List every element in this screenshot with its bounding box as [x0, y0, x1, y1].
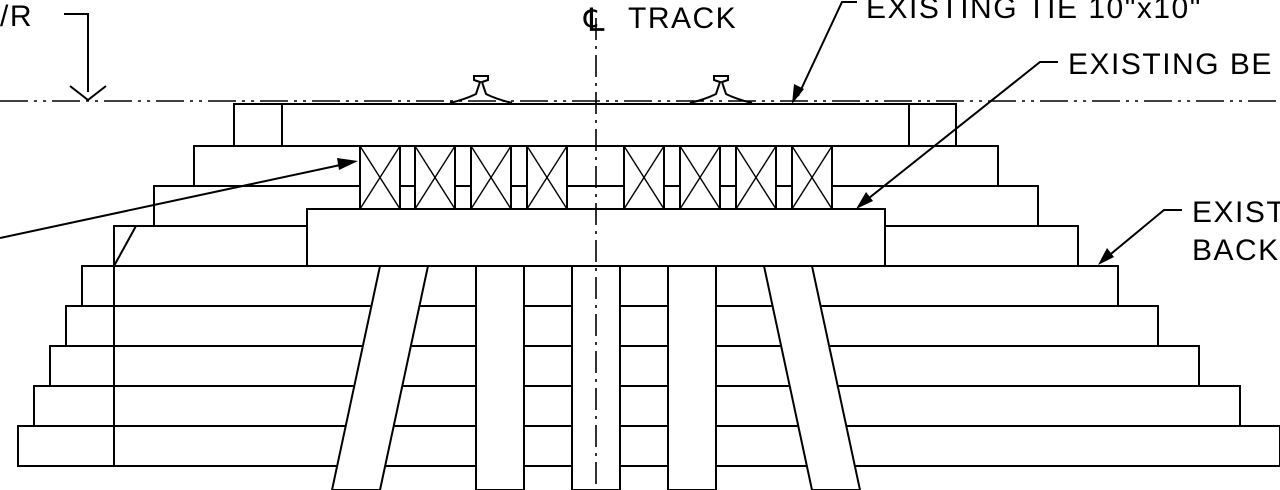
centerline-symbol: ℄ — [583, 2, 606, 38]
existing-tie — [233, 103, 957, 147]
leader-stringers — [0, 158, 358, 239]
plumb-pile-3 — [667, 265, 717, 490]
stringer-7 — [735, 145, 777, 210]
stringer-1 — [359, 145, 401, 210]
existing-beam-label: EXISTING BE — [1068, 48, 1273, 81]
leader-existing-tie — [792, 0, 857, 104]
tier-4 — [49, 345, 1200, 387]
stringer-6 — [679, 145, 721, 210]
stringer-2 — [414, 145, 456, 210]
stringers — [359, 145, 833, 210]
stringer-4 — [526, 145, 568, 210]
leader-existing-backing — [1098, 209, 1182, 265]
existing-back-label-line1: EXIST — [1192, 196, 1280, 229]
piles — [330, 265, 862, 490]
centerline-track-label: TRACK — [628, 2, 737, 35]
tier-5 — [33, 385, 1241, 427]
plumb-pile-2 — [571, 265, 621, 490]
existing-back-label-line2: BACK — [1192, 234, 1280, 267]
stringer-5 — [623, 145, 665, 210]
tie-body — [233, 103, 957, 147]
rail-right — [689, 75, 753, 104]
existing-tie-label: EXISTING TIE 10"x10" — [866, 0, 1202, 25]
stringer-3 — [470, 145, 512, 210]
top-left-label: /R — [0, 0, 33, 33]
elevation-pointer — [64, 13, 107, 102]
rail-left — [449, 75, 513, 104]
plumb-pile-1 — [475, 265, 525, 490]
leader-existing-beam — [856, 61, 1058, 209]
left-edge-chamfer — [113, 225, 137, 267]
tier-bottom — [17, 425, 1280, 467]
stringer-8 — [791, 145, 833, 210]
